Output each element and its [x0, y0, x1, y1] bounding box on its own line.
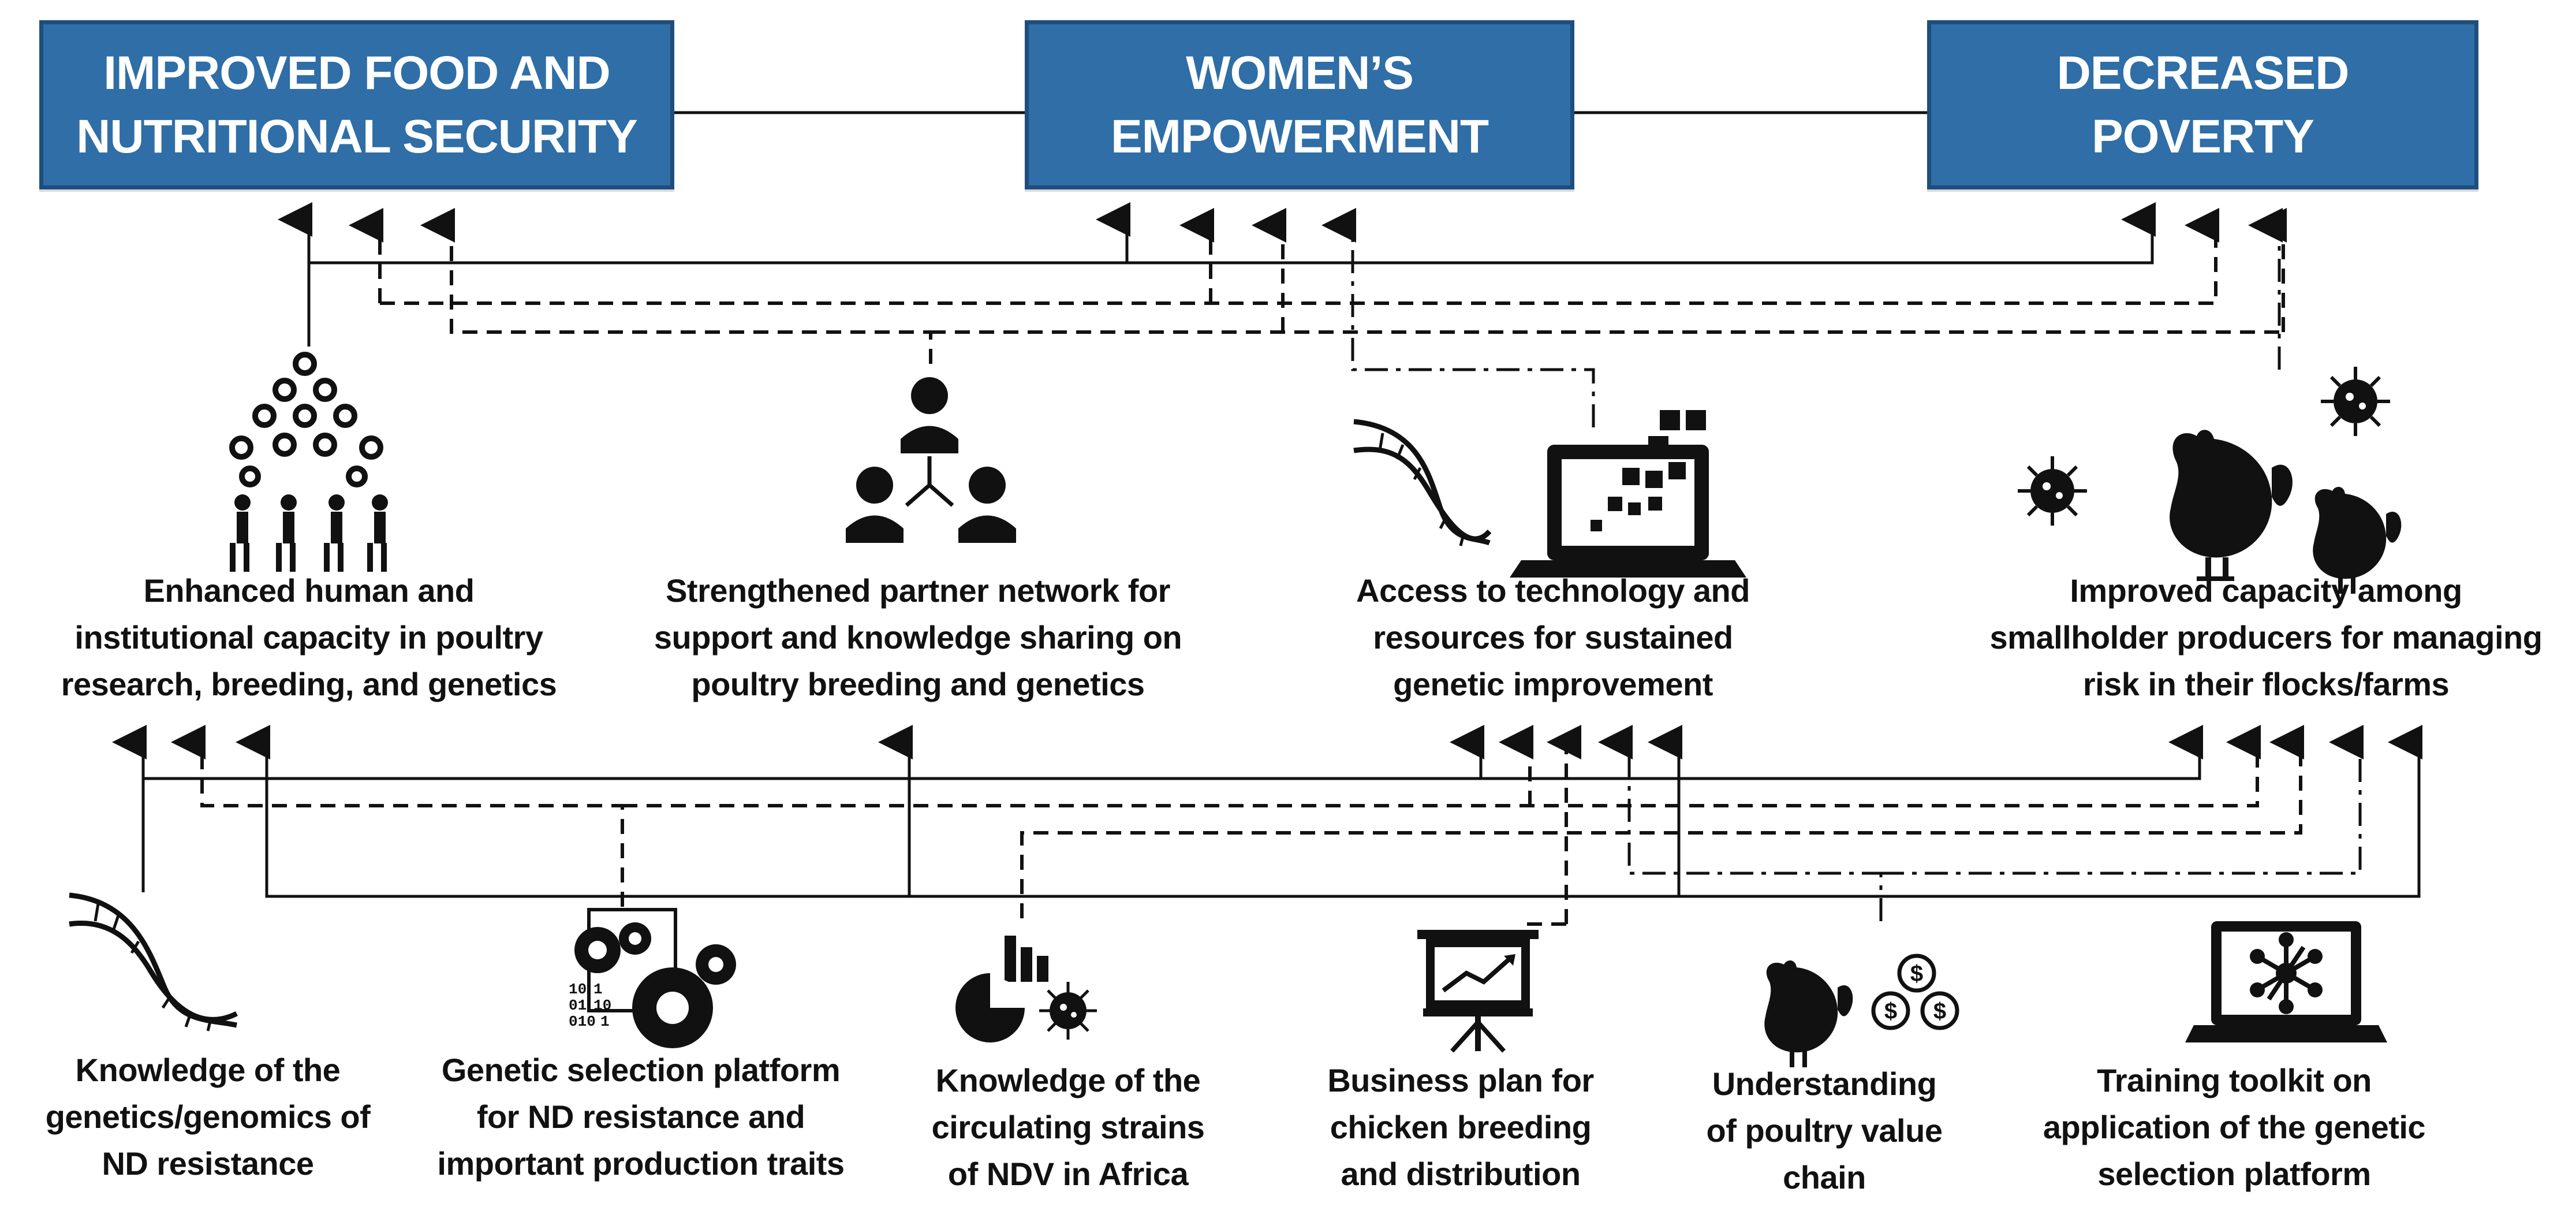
chicken-icon-large: [2170, 430, 2293, 581]
strains-links: [1020, 725, 2304, 918]
svg-text:1: 1: [600, 1013, 610, 1030]
women-network-links: [349, 208, 2219, 305]
svg-text:1: 1: [593, 981, 603, 998]
virus-icon-right: [2321, 367, 2390, 436]
goal-box-food-security: IMPROVED FOOD AND NUTRITIONAL SECURITY: [39, 20, 674, 189]
partner-network-icon: [846, 377, 1016, 543]
output-label-platform: Genetic selection platform for ND resist…: [437, 1052, 845, 1182]
svg-text:10: 10: [593, 997, 611, 1014]
valuechain-links: [1598, 725, 2364, 921]
output-label-toolkit: Training toolkit on application of the g…: [2043, 1062, 2426, 1192]
people-gears-icon: [229, 352, 388, 572]
svg-text:$: $: [1910, 961, 1923, 986]
dna-laptop-icon: [1353, 410, 1746, 578]
outcome-label-network: Strengthened partner network for support…: [654, 572, 1182, 702]
virus-icon-left: [2018, 456, 2087, 526]
outcome-to-goal-links: [278, 202, 2156, 347]
presentation-board-icon: [1417, 930, 1539, 1053]
goal-label-decreased-poverty: DECREASED POVERTY: [2056, 46, 2350, 163]
link-capacity-goals: [307, 219, 2154, 347]
laptop-network-icon: [2185, 921, 2387, 1042]
business-links: [1524, 725, 1581, 926]
chicken-coins-icon: $ $ $: [1764, 954, 1959, 1067]
dna-icon: [69, 892, 238, 1031]
chicken-icon-small: [2313, 487, 2402, 594]
chickens-virus-icon: [2018, 367, 2402, 594]
output-to-outcome-links: [112, 725, 2422, 898]
platform-links: [171, 725, 2261, 907]
output-label-valuechain: Understanding of poultry value chain: [1706, 1066, 1943, 1196]
outcome-label-risk: Improved capacity among smallholder prod…: [1989, 572, 2543, 702]
goal-label-food-security: IMPROVED FOOD AND NUTRITIONAL SECURITY: [76, 46, 638, 163]
svg-text:$: $: [1933, 999, 1946, 1024]
svg-text:10: 10: [569, 981, 587, 998]
outcome-label-capacity: Enhanced human and institutional capacit…: [61, 572, 557, 702]
outcome-label-technology: Access to technology and resources for s…: [1356, 572, 1750, 702]
svg-text:010: 010: [569, 1013, 596, 1030]
output-label-business: Business plan for chicken breeding and d…: [1327, 1062, 1594, 1192]
technology-links: [1321, 208, 2283, 427]
svg-text:$: $: [1884, 999, 1897, 1024]
goal-box-decreased-poverty: DECREASED POVERTY: [1927, 20, 2478, 189]
goal-label-womens-empowerment: WOMEN’S EMPOWERMENT: [1110, 46, 1489, 163]
goal-box-womens-empowerment: WOMEN’S EMPOWERMENT: [1025, 20, 1574, 189]
chart-virus-icon: [955, 936, 1097, 1042]
svg-text:01: 01: [569, 997, 587, 1014]
network-links: [420, 208, 2287, 364]
output-label-genomics: Knowledge of the genetics/genomics of ND…: [45, 1052, 371, 1182]
output-label-strains: Knowledge of the circulating strains of …: [931, 1062, 1205, 1192]
